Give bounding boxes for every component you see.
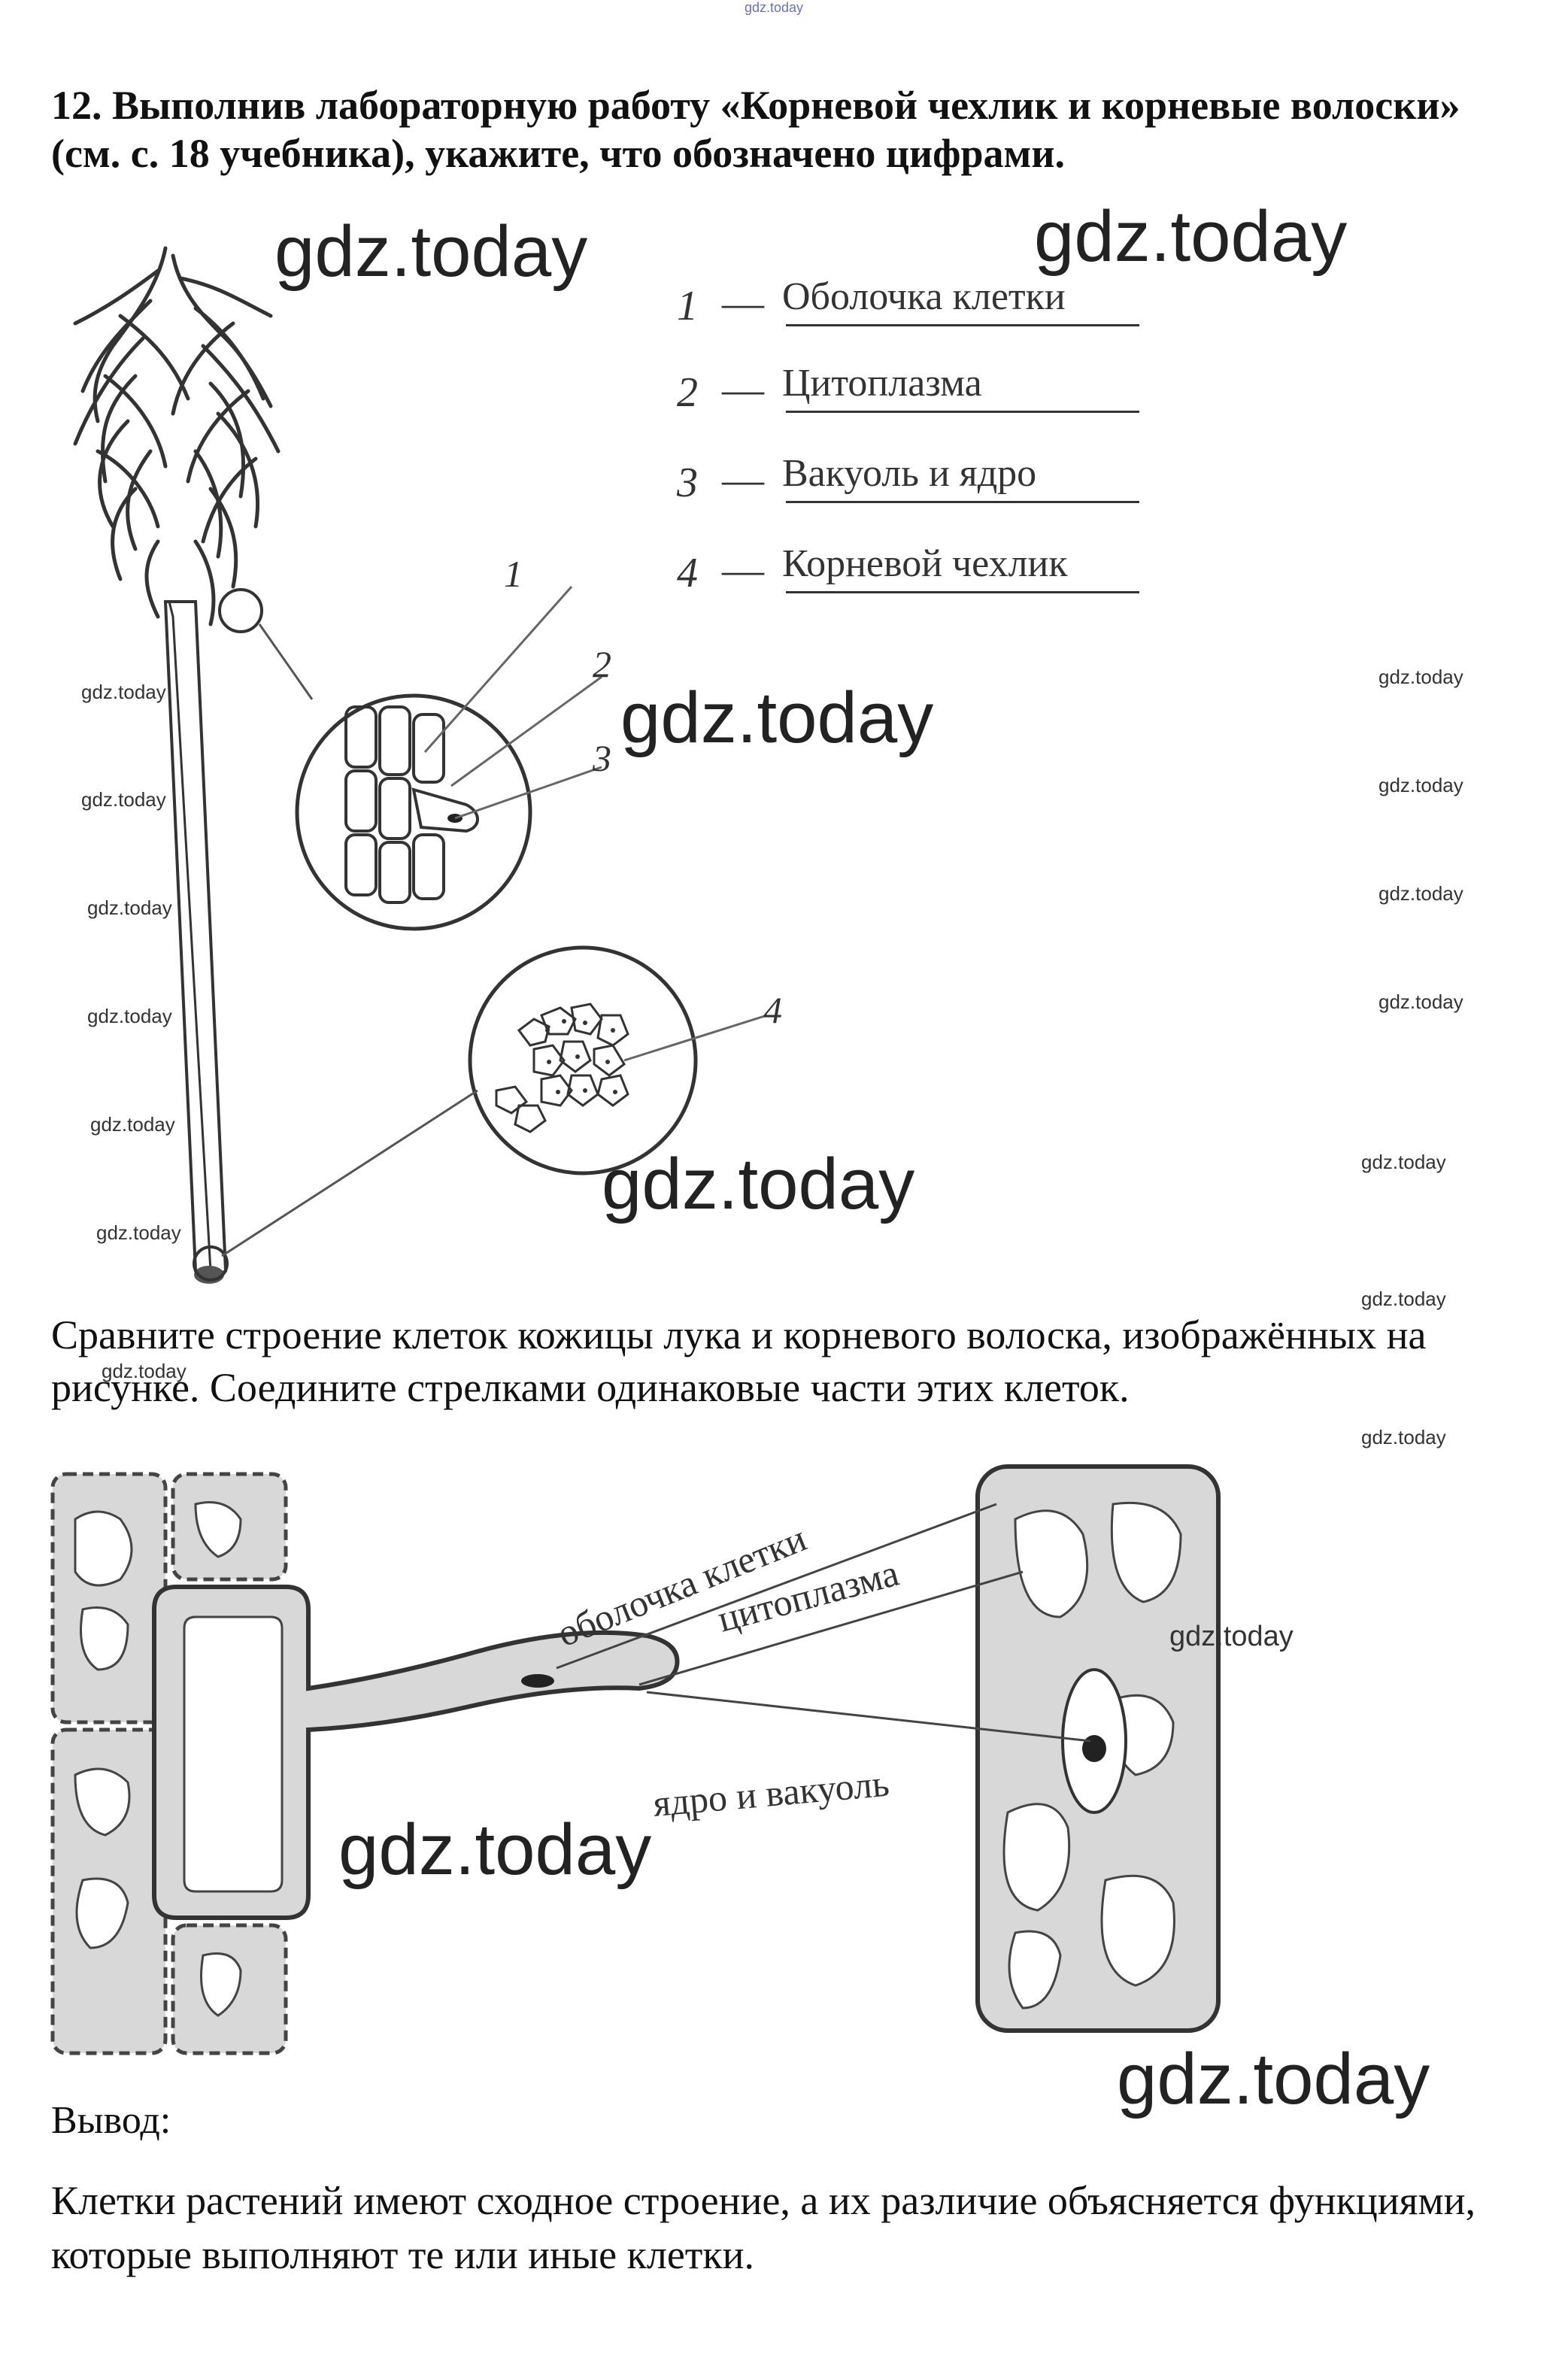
answer-text: Вакуоль и ядро [782, 452, 1037, 495]
watermark-big: gdz.today [620, 678, 934, 758]
watermark-small: gdz.today [90, 1113, 175, 1136]
answer-line [786, 324, 1139, 326]
watermark-big: gdz.today [602, 1144, 915, 1224]
root-hairs [73, 246, 281, 626]
watermark-small: gdz.today [1361, 1288, 1446, 1310]
onion-skin-cell [975, 1464, 1221, 2033]
watermark-small: gdz.today [81, 681, 166, 703]
watermark-big: gdz.today [338, 1809, 652, 1890]
watermark-big: gdz.today [1034, 196, 1348, 277]
compare-instruction: Сравните строение клеток кожицы лука и к… [51, 1312, 1427, 1410]
answer-num: 3 [677, 460, 698, 506]
answer-text: Корневой чехлик [782, 542, 1068, 585]
root-diagram: 1 2 3 4 [73, 246, 782, 1284]
label-nucleus-vacuole: ядро и вакуоль [651, 1762, 890, 1825]
watermark-small: gdz.today [96, 1221, 181, 1244]
cells-comparison-diagram: оболочка клетки цитоплазма ядро и вакуол… [50, 1464, 1221, 2055]
answer-line [786, 591, 1139, 593]
watermark-small: gdz.today [1361, 1151, 1446, 1173]
watermark-big: gdz.today [274, 211, 588, 292]
watermark-small: gdz.today [81, 788, 166, 811]
watermark-big: gdz.today [1117, 2039, 1430, 2119]
root-body [163, 600, 228, 1281]
magnified-root-hair [295, 693, 532, 931]
task-title: 12. Выполнив лабораторную работу «Корнев… [51, 83, 1460, 176]
zoom-marker-2 [193, 1245, 229, 1282]
watermark-small: gdz.today [87, 1005, 172, 1027]
answer-line [786, 411, 1139, 413]
watermark-small: gdz.today [87, 896, 172, 919]
answer-text: Оболочка клетки [782, 275, 1066, 318]
callout-1: 1 [504, 553, 523, 595]
conclusion-text: Клетки растений имеют сходное строение, … [51, 2178, 1476, 2277]
callout-4: 4 [763, 989, 782, 1031]
zoom-marker-1 [218, 588, 263, 633]
answer-text: Цитоплазма [782, 362, 982, 405]
watermark-small: gdz.today [1378, 666, 1463, 688]
answer-num: 1 [677, 283, 698, 329]
callout-3: 3 [592, 737, 611, 779]
answer-line [786, 501, 1139, 503]
top-watermark: gdz.today [745, 0, 804, 15]
magnified-root-cap [468, 945, 698, 1175]
root-hair-cell [152, 1585, 680, 1920]
answer-num: 4 [677, 550, 698, 596]
callout-2: 2 [593, 643, 611, 685]
watermark-small: gdz.today [1361, 1426, 1446, 1448]
watermark-small: gdz.today [1378, 774, 1463, 796]
watermark-small: gdz.today [102, 1360, 187, 1382]
answer-num: 2 [677, 369, 698, 416]
conclusion-label: Вывод: [51, 2099, 171, 2142]
watermark-small: gdz.today [1378, 990, 1463, 1013]
watermark-small: gdz.today [1378, 882, 1463, 905]
watermark-small: gdz.today [1169, 1621, 1294, 1652]
